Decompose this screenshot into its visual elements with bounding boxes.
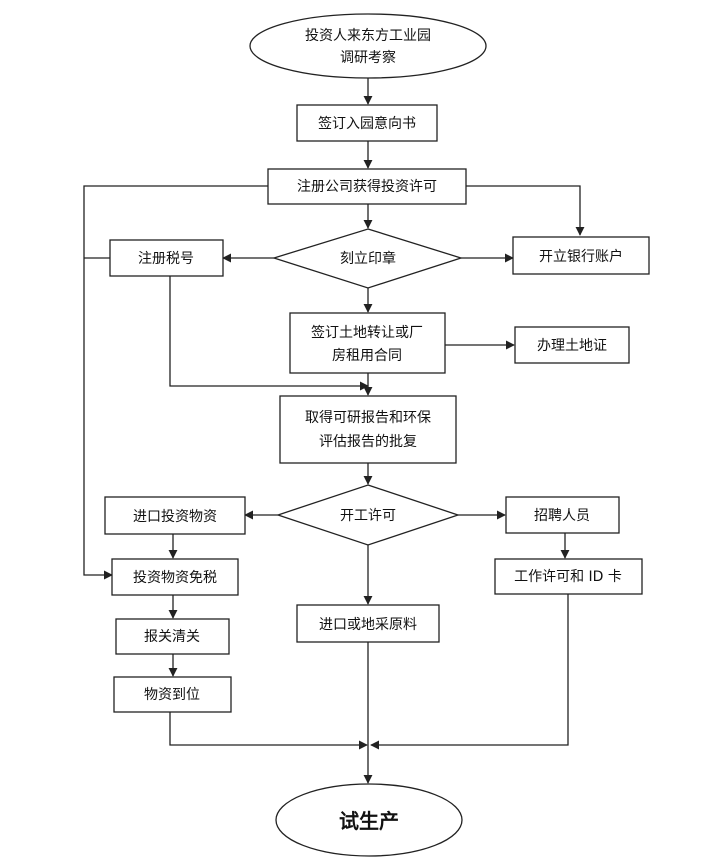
node-customs-label: 报关清关 [144, 629, 200, 645]
connectors [83, 78, 585, 784]
node-import-goods-label: 进口投资物资 [133, 509, 217, 525]
node-start-work-label: 开工许可 [340, 508, 396, 524]
node-land-contract: 签订土地转让或厂 房租用合同 [289, 312, 446, 374]
node-recruit-label: 招聘人员 [534, 508, 590, 524]
node-goods-arrival-label: 物资到位 [144, 687, 200, 703]
node-bank-account: 开立银行账户 [512, 236, 650, 275]
node-register-company-label: 注册公司获得投资许可 [297, 178, 437, 195]
node-goods-arrival: 物资到位 [113, 676, 232, 713]
edge-register-bank [466, 185, 585, 236]
node-start: 投资人来东方工业园 调研考察 [249, 13, 487, 79]
node-tax-number: 注册税号 [109, 239, 224, 277]
node-seal-label: 刻立印章 [340, 250, 396, 267]
node-recruit: 招聘人员 [505, 496, 620, 534]
node-intent-label: 签订入园意向书 [318, 115, 416, 132]
node-bank-account-label: 开立银行账户 [539, 248, 623, 265]
node-start-work: 开工许可 [275, 484, 461, 546]
node-approval: 取得可研报告和环保 评估报告的批复 [279, 395, 457, 464]
node-start-line1: 投资人来东方工业园 [305, 28, 431, 44]
node-start-line2: 调研考察 [340, 49, 396, 66]
node-work-permit: 工作许可和 ID 卡 [494, 558, 643, 595]
node-tax-exempt-label: 投资物资免税 [133, 570, 217, 586]
node-intent: 签订入园意向书 [296, 104, 438, 142]
node-approval-line1: 取得可研报告和环保 [305, 409, 431, 426]
node-customs: 报关清关 [115, 618, 230, 655]
node-tax-number-label: 注册税号 [138, 251, 194, 267]
node-land-contract-line2: 房租用合同 [332, 348, 402, 364]
node-land-cert: 办理土地证 [514, 326, 630, 364]
edge-arrival-merge [169, 712, 368, 750]
edge-permit-merge [370, 594, 569, 750]
node-trial-production: 试生产 [275, 783, 463, 857]
node-work-permit-label: 工作许可和 ID 卡 [514, 569, 622, 585]
edge-tax-approval [169, 276, 369, 391]
node-tax-exempt: 投资物资免税 [111, 558, 239, 596]
node-register-company: 注册公司获得投资许可 [267, 168, 467, 205]
node-import-goods: 进口投资物资 [104, 496, 246, 535]
node-raw-materials-label: 进口或地采原料 [319, 617, 417, 633]
edge-register-taxexempt [83, 185, 268, 580]
node-approval-line2: 评估报告的批复 [319, 433, 417, 450]
node-land-contract-line1: 签订土地转让或厂 [311, 324, 423, 341]
node-trial-production-label: 试生产 [339, 809, 399, 833]
node-seal: 刻立印章 [271, 228, 464, 289]
node-land-cert-label: 办理土地证 [537, 338, 607, 354]
node-raw-materials: 进口或地采原料 [296, 604, 440, 643]
